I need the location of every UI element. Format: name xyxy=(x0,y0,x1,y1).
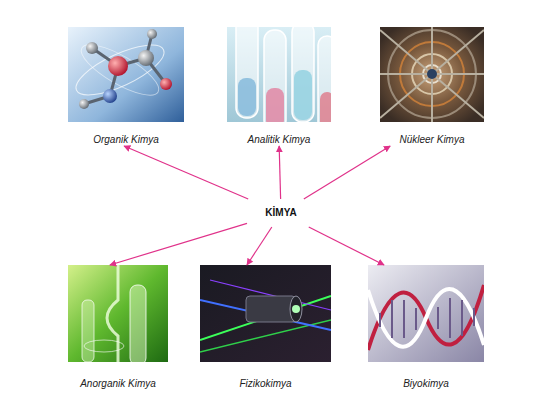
branch-arrow xyxy=(279,146,280,199)
branch-caption: Anorganik Kimya xyxy=(58,378,178,390)
branch-arrow xyxy=(124,146,248,199)
branch-topic: Anorganik Kimya xyxy=(68,265,168,390)
dna-photo xyxy=(368,265,484,362)
topic-label: KİMYA xyxy=(252,206,310,220)
branch-topic: Fizikokimya xyxy=(200,265,331,390)
molecule-photo xyxy=(68,27,184,122)
branch-caption: Organik Kimya xyxy=(58,134,194,146)
branch-topic: Nükleer Kimya xyxy=(380,27,484,146)
glassware-photo xyxy=(68,265,168,362)
laser-photo xyxy=(200,265,331,362)
central-topic: KİMYA xyxy=(252,204,310,222)
branch-caption: Analitik Kimya xyxy=(217,134,341,146)
branch-arrow xyxy=(247,227,272,265)
branch-arrow xyxy=(110,223,247,265)
branch-topic: Analitik Kimya xyxy=(227,27,331,146)
branch-caption: Nükleer Kimya xyxy=(370,134,494,146)
branch-caption: Fizikokimya xyxy=(190,378,341,390)
test-tubes-photo xyxy=(227,27,331,122)
branch-arrow xyxy=(304,146,390,199)
branch-caption: Biyokimya xyxy=(358,378,494,390)
detector-photo xyxy=(380,27,484,122)
branch-arrow xyxy=(309,227,384,265)
branch-topic: Biyokimya xyxy=(368,265,484,390)
branch-topic: Organik Kimya xyxy=(68,27,184,146)
